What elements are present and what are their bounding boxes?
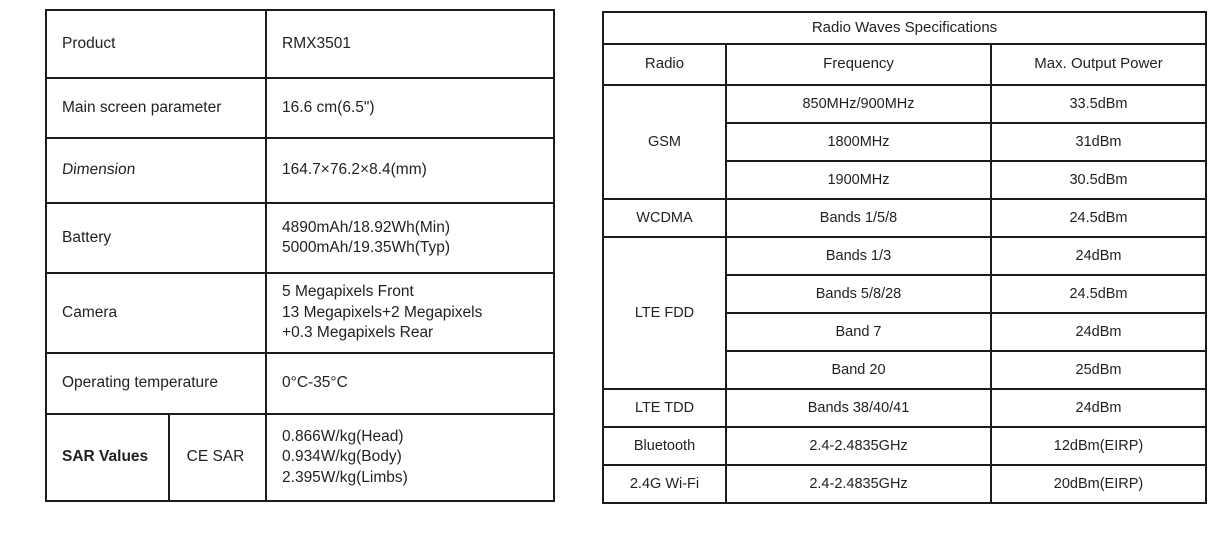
table-row-ltefdd-2: Bands 5/8/28 24.5dBm [603,274,1207,314]
table-row-bluetooth: Bluetooth 2.4-2.4835GHz 12dBm(EIRP) [602,426,1207,466]
table-row-ltefdd-4: Band 20 25dBm [603,350,1207,390]
spec-value-screen: 16.6 cm(6.5") [265,77,556,139]
spec-label-dimension: Dimension [44,137,268,204]
table-row-wcdma: WCDMA Bands 1/5/8 24.5dBm [602,198,1207,238]
spec-value-product: RMX3501 [265,9,556,79]
frequency-cell: Band 20 [725,350,992,390]
table-row-gsm-1: GSM 850MHz/900MHz 33.5dBm [602,84,1207,200]
table-row-ltetdd: LTE TDD Bands 38/40/41 24dBm [602,388,1207,428]
radio-table-title: Radio Waves Specifications [602,11,1207,45]
table-row-battery: Battery 4890mAh/18.92Wh(Min) 5000mAh/19.… [44,202,556,274]
spec-value-sar: 0.866W/kg(Head) 0.934W/kg(Body) 2.395W/k… [265,413,556,502]
table-row-screen: Main screen parameter 16.6 cm(6.5") [44,77,556,139]
radio-group-bluetooth: Bluetooth [602,426,727,466]
power-cell: 24dBm [990,312,1207,352]
frequency-cell: Band 7 [725,312,992,352]
frequency-cell: Bands 1/3 [725,236,992,276]
radio-group-gsm: GSM [602,84,727,200]
table-row-dimension: Dimension 164.7×76.2×8.4(mm) [44,137,556,204]
frequency-cell: Bands 1/5/8 [725,198,992,238]
power-cell: 33.5dBm [990,84,1207,124]
spec-value-battery: 4890mAh/18.92Wh(Min) 5000mAh/19.35Wh(Typ… [265,202,556,274]
spec-label-temperature: Operating temperature [44,352,268,415]
spec-value-camera: 5 Megapixels Front 13 Megapixels+2 Megap… [265,272,556,354]
power-cell: 24dBm [990,388,1207,428]
table-row-camera: Camera 5 Megapixels Front 13 Megapixels+… [44,272,556,354]
spec-label-battery: Battery [44,202,268,274]
spec-label-product: Product [44,9,268,79]
frequency-cell: 1800MHz [725,122,992,162]
frequency-cell: 2.4-2.4835GHz [725,464,992,504]
table-row-temperature: Operating temperature 0°C-35°C [44,352,556,415]
spec-label-dimension-text: Dimension [61,161,137,179]
frequency-cell: 850MHz/900MHz [725,84,992,124]
table-title-row: Radio Waves Specifications [602,11,1207,45]
spec-value-dimension: 164.7×76.2×8.4(mm) [265,137,556,204]
table-row-gsm-3: 1900MHz 30.5dBm [603,160,1207,200]
column-header-frequency: Frequency [725,43,992,86]
radio-group-lte-fdd: LTE FDD [602,236,727,390]
power-cell: 20dBm(EIRP) [990,464,1207,504]
frequency-cell: Bands 38/40/41 [725,388,992,428]
power-cell: 31dBm [990,122,1207,162]
device-spec-table: Product RMX3501 Main screen parameter 16… [44,9,556,502]
spec-label-screen: Main screen parameter [44,77,268,139]
power-cell: 24.5dBm [990,198,1207,238]
table-row-wifi: 2.4G Wi-Fi 2.4-2.4835GHz 20dBm(EIRP) [602,464,1207,504]
radio-waves-table: Radio Waves Specifications Radio Frequen… [602,11,1207,504]
table-row-product: Product RMX3501 [44,9,556,79]
spec-label-ce-sar: CE SAR [167,413,268,502]
power-cell: 24.5dBm [990,274,1207,314]
table-row-ltefdd-1: LTE FDD Bands 1/3 24dBm [602,236,1207,390]
radio-group-wifi: 2.4G Wi-Fi [602,464,727,504]
frequency-cell: 2.4-2.4835GHz [725,426,992,466]
power-cell: 24dBm [990,236,1207,276]
table-row-ltefdd-3: Band 7 24dBm [603,312,1207,352]
column-header-radio: Radio [602,43,727,86]
spec-value-temperature: 0°C-35°C [265,352,556,415]
table-row-gsm-2: 1800MHz 31dBm [603,122,1207,162]
power-cell: 30.5dBm [990,160,1207,200]
radio-group-lte-tdd: LTE TDD [602,388,727,428]
frequency-cell: Bands 5/8/28 [725,274,992,314]
radio-group-wcdma: WCDMA [602,198,727,238]
table-row-sar: SAR Values CE SAR 0.866W/kg(Head) 0.934W… [45,413,556,502]
power-cell: 25dBm [990,350,1207,390]
frequency-cell: 1900MHz [725,160,992,200]
spec-label-sar-values: SAR Values [45,413,170,502]
spec-label-camera: Camera [44,272,268,354]
table-header-row: Radio Frequency Max. Output Power [602,43,1207,86]
power-cell: 12dBm(EIRP) [990,426,1207,466]
column-header-power: Max. Output Power [990,43,1207,86]
